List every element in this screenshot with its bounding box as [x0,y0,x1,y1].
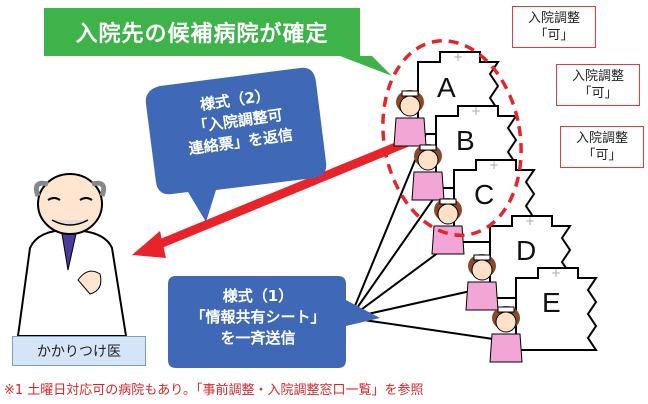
hospital-building-icon: + [515,266,598,351]
nurse-icon [411,144,445,201]
banner-text: 入院先の候補病院が確定 [75,22,329,47]
form1-callout-shape [168,276,380,368]
status-tag-line2: 「可」 [582,148,622,163]
confirmed-candidates-ellipse [381,39,523,237]
status-tag: 入院調整 「可」 [560,126,644,168]
footnote: ※1 土曜日対応可の病院もあり。「事前調整・入院調整窓口一覧」を参照 [4,383,424,398]
form2-callout-shape [145,67,327,223]
status-tag-line2: 「可」 [534,28,574,43]
hospital-label: C [474,179,495,210]
form1-callout-text: 様式（1） 「情報共有シート」 を一斉送信 [172,286,344,349]
svg-text:+: + [471,104,481,118]
form1-line: を一斉送信 [220,329,296,347]
send-line-b [349,177,449,319]
status-tag: 入院調整 「可」 [512,6,596,48]
status-tag-line2: 「可」 [578,86,618,101]
nurse-icon [489,306,523,363]
nurse-icon [393,90,427,147]
return-arrow-line [148,137,410,253]
doctor-label-text: かかりつけ医 [36,344,122,360]
svg-text:+: + [551,266,561,280]
form1-line: 「情報共有シート」 [190,308,326,326]
svg-text:+: + [525,214,535,228]
send-line-d [349,287,485,319]
form1-line: 様式（1） [222,287,294,305]
svg-text:+: + [453,50,463,64]
status-tag-line1: 入院調整 [527,11,580,26]
status-tag-line1: 入院調整 [575,131,628,146]
nurse-icon [465,254,499,311]
send-line-e [349,317,501,341]
svg-text:+: + [489,158,499,172]
banner-pointer [340,56,392,76]
hospital-label: A [437,72,456,103]
status-tag-line1: 入院調整 [571,69,624,84]
doctor-icon [16,173,128,337]
hospital-label: E [542,287,561,318]
nurses [393,90,523,363]
status-tag: 入院調整 「可」 [556,64,640,106]
hospital-buildings: + + + + + [417,50,598,351]
return-arrow-head [132,231,166,258]
hospital-label: D [516,235,537,266]
banner-title: 入院先の候補病院が確定 [44,8,360,56]
nurse-icon [431,198,465,255]
doctor-label: かかりつけ医 [12,336,146,366]
hospital-label: B [456,125,475,156]
